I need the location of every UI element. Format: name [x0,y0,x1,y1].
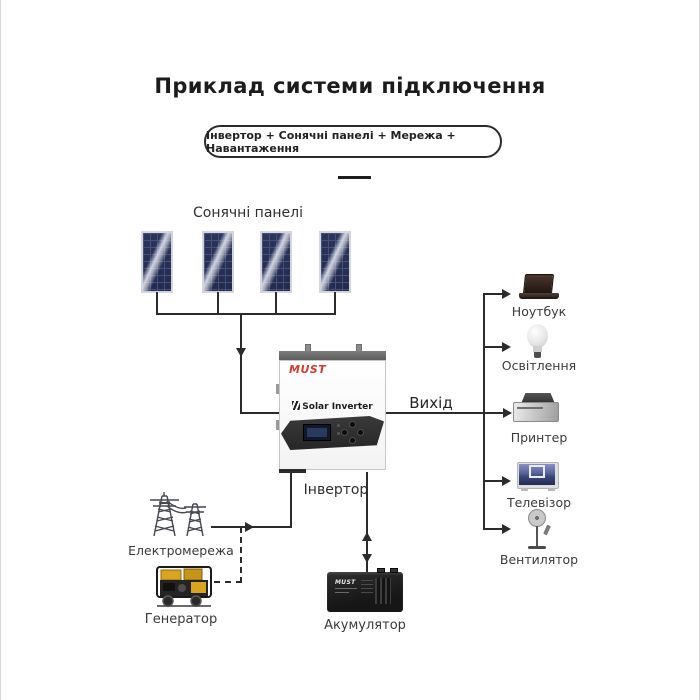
battery-vents [375,578,391,604]
inverter-ac-in-stub [279,469,306,473]
device-label-printer: Принтер [510,430,568,445]
arrow-up-icon [362,532,372,541]
battery-detail-line [335,588,357,589]
device-label-tv: Телевізор [506,495,572,510]
device-label-lighting: Освітлення [501,358,577,373]
inverter-button [349,421,356,428]
connector-fan [483,528,503,530]
divider-dash [338,176,371,179]
battery-label: Акумулятор [324,618,406,633]
battery-brand-logo: MUST [335,579,356,586]
tv-icon [517,462,559,494]
battery-icon: MUST [327,568,403,612]
connector-battery [366,472,368,572]
inverter-unit: MUST Solar Inverter [276,344,386,473]
led-dot [337,424,340,427]
solar-panel-icon [260,231,292,293]
device-label-laptop: Ноутбук [511,304,567,319]
connector-tv [483,480,503,482]
device-label-fan: Вентилятор [499,552,579,567]
connector-load-bus [483,293,485,530]
battery-terminal [377,568,385,573]
arrow-down-icon [362,554,372,563]
connector-laptop [483,293,503,295]
solar-panel-icon [319,231,351,293]
arrow-down-icon [236,348,246,357]
inverter-button [357,429,364,436]
inverter-top-bar [279,351,386,360]
generator-icon [156,566,212,607]
arrow-right-icon [502,342,511,352]
arrow-right-icon [502,524,511,534]
solar-panel-icon [202,231,234,293]
connector-generator-dashed [214,581,242,583]
output-label: Вихід [409,394,453,412]
inverter-button [341,429,348,436]
brand-mark-icon [292,401,301,410]
connector-panel4 [334,292,336,315]
battery-detail-line [335,592,349,593]
connector-pv-to-inverter [240,412,280,414]
grid-label: Електромережа [128,543,234,558]
page-title: Приклад системи підключення [154,74,546,98]
connector-pv-drop [240,313,242,414]
connector-panel1 [156,292,158,315]
connector-generator-dashed-vertical [240,527,242,583]
inverter-hinge [276,384,279,394]
printer-icon [513,393,559,428]
power-tower-icon [150,492,206,537]
inverter-brand-logo: MUST [289,363,327,376]
battery-spec-text [361,580,373,596]
connector-grid-to-inverter [290,472,292,528]
solar-panels-label: Сонячні панелі [192,205,304,221]
arrow-right-icon [245,522,254,532]
connector-panel2 [217,292,219,315]
laptop-icon [519,274,559,301]
arrow-right-icon [502,476,511,486]
battery-terminal [390,568,398,573]
arrow-right-icon [503,408,512,418]
led-dot [337,432,340,435]
generator-label: Генератор [144,612,218,627]
connector-panel-bus [156,313,336,315]
connector-lighting [483,346,503,348]
system-components-badge: Інвертор + Сонячні панелі + Мережа + Нав… [204,125,502,158]
connector-output [386,412,504,414]
inverter-lcd-display [303,424,331,441]
solar-panel-icon [141,231,173,293]
lcd-screen [307,428,327,437]
arrow-right-icon [502,289,511,299]
fan-icon [525,509,551,551]
inverter-product-name: Solar Inverter [279,401,386,412]
inverter-hinge [276,420,279,430]
inverter-label: Інвертор [303,482,369,498]
inverter-button [349,437,356,444]
inverter-body [279,360,386,470]
inverter-control-band [281,416,384,450]
connector-panel3 [275,292,277,315]
bulb-icon [526,324,550,360]
